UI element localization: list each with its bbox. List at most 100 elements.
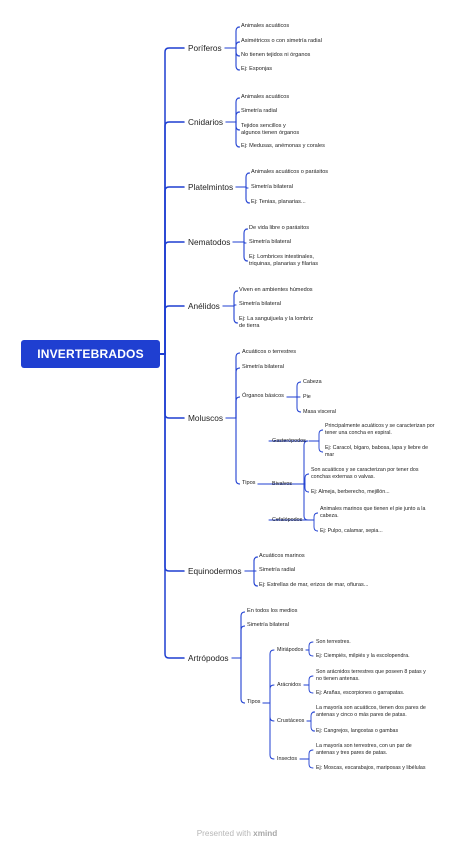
connector-line-53 — [262, 702, 275, 722]
topic-cnidarios-item-animales-acuaticos[interactable]: Animales acuáticos — [241, 94, 290, 100]
connector-line-4 — [224, 47, 241, 71]
connector-line-38 — [304, 519, 319, 532]
topic-poriferos-item-ej-esponjas[interactable]: Ej: Esponjas — [241, 66, 273, 72]
connector-line-55 — [306, 720, 316, 732]
topic-moluscos-detail-ej-caracol-bigaro-babosa-lapa-y-[interactable]: Ej: Caracol, bígaro, babosa, lapa y lieb… — [325, 445, 429, 459]
topic-moluscos-sub-cabeza[interactable]: Cabeza — [303, 378, 322, 385]
topic-moluscos-detail-son-acuaticos-y-se-caracterizan-[interactable]: Son acuáticos y se caracterizan por tene… — [311, 467, 419, 481]
topic-poriferos-item-no-tienen-tejidos-ni-organos[interactable]: No tienen tejidos ni órganos — [241, 52, 311, 58]
topic-equinodermos[interactable]: Equinodermos — [188, 565, 242, 576]
connector-line-56 — [262, 702, 275, 760]
topic-artropodos-sub-crustaceos[interactable]: Crustáceos — [277, 717, 305, 724]
topic-platelmintos-item-simetria-bilateral[interactable]: Simetría bilateral — [251, 184, 293, 190]
topic-platelmintos-item-ej-tenias-planarias[interactable]: Ej: Tenias, planarias... — [251, 199, 306, 205]
connector-line-22 — [159, 353, 185, 419]
topic-artropodos-sub-aracnidos[interactable]: Arácnidos — [277, 681, 301, 688]
topic-moluscos-item-simetria-bilateral[interactable]: Simetría bilateral — [242, 364, 284, 370]
topic-moluscos-detail-ej-pulpo-calamar-sepia[interactable]: Ej: Pulpo, calamar, sepia... — [320, 527, 383, 534]
connector-line-3 — [224, 47, 241, 57]
topic-moluscos[interactable]: Moluscos — [188, 412, 224, 423]
topic-moluscos-item-acuaticos-o-terrestres[interactable]: Acuáticos o terrestres — [242, 349, 297, 355]
topic-artropodos-detail-ej-ciempies-milpies-y-la-escolop[interactable]: Ej: Ciempiés, milpiés y la escolopendra. — [316, 652, 410, 659]
connector-line-51 — [303, 675, 314, 686]
topic-nematodos-item-ej-lombrices-intestinales-triqui[interactable]: Ej: Lombrices intestinales, triquinas, p… — [249, 253, 319, 268]
footer-prefix: Presented with — [196, 829, 254, 838]
connector-line-5 — [159, 121, 185, 355]
connector-line-42 — [244, 570, 259, 587]
topic-moluscos-sub-pie[interactable]: Pie — [303, 393, 311, 400]
connector-line-57 — [299, 749, 314, 760]
topic-moluscos-detail-ej-almeja-berberecho-mejillon[interactable]: Ej: Almeja, berberecho, mejillón... — [311, 488, 390, 495]
connector-line-44 — [231, 611, 246, 659]
topic-cnidarios-item-ej-medusas-anemonas-y-corales[interactable]: Ej: Medusas, anémonas y corales — [241, 143, 325, 149]
connector-line-15 — [232, 228, 249, 243]
connector-line-36 — [257, 483, 309, 521]
topic-moluscos-sub-masa-visceral[interactable]: Masa visceral — [303, 408, 336, 415]
topic-artropodos-detail-ej-cangrejos-langostas-o-gambas[interactable]: Ej: Cangrejos, langostas o gambas — [316, 727, 399, 734]
connector-line-30 — [257, 440, 309, 485]
topic-platelmintos[interactable]: Platelmintos — [188, 181, 234, 192]
topic-moluscos-detail-animales-marinos-que-tienen-el-p[interactable]: Animales marinos que tienen el pie junto… — [320, 506, 426, 520]
topic-platelmintos-item-animales-acuaticos-o-parasitos[interactable]: Animales acuáticos o parásitos — [251, 169, 329, 175]
topic-equinodermos-item-ej-estrellas-de-mar-erizos-de-ma[interactable]: Ej: Estrellas de mar, erizos de mar, ofi… — [259, 582, 369, 588]
root-topic[interactable]: INVERTEBRADOS — [21, 340, 160, 368]
connector-line-11 — [235, 172, 251, 188]
topic-moluscos-sub-cefalopodos[interactable]: Cefalópodos — [272, 516, 303, 523]
topic-anelidos-item-ej-la-sanguijuela-y-la-lombriz-d[interactable]: Ej: La sanguijuela y la lombriz de tierr… — [239, 315, 313, 330]
connector-line-32 — [308, 440, 324, 453]
topic-artropodos-detail-son-aracnidos-terrestres-que-pos[interactable]: Son arácnidos terrestres que poseen 8 pa… — [316, 669, 426, 683]
topic-artropodos-item-simetria-bilateral[interactable]: Simetría bilateral — [247, 622, 289, 628]
topic-moluscos-sub-gasteropodos[interactable]: Gasterópodos — [272, 437, 306, 444]
topic-poriferos-item-animales-acuaticos[interactable]: Animales acuáticos — [241, 23, 290, 29]
connector-line-18 — [159, 305, 185, 355]
topic-artropodos-item-tipos[interactable]: Tipos — [247, 699, 261, 705]
topic-equinodermos-item-simetria-radial[interactable]: Simetría radial — [259, 567, 296, 573]
topic-anelidos[interactable]: Anélidos — [188, 300, 220, 311]
topic-moluscos-detail-principalmente-acuaticos-y-se-ca[interactable]: Principalmente acuáticos y se caracteriz… — [325, 423, 435, 437]
topic-nematodos-item-de-vida-libre-o-parasitos[interactable]: De vida libre o parásitos — [249, 225, 310, 231]
connector-line-46 — [231, 657, 246, 704]
connector-line-13 — [235, 186, 251, 204]
connector-line-2 — [224, 41, 241, 49]
connector-line-58 — [299, 758, 314, 769]
topic-artropodos-detail-la-mayoria-son-terrestres-con-un[interactable]: La mayoría son terrestres, con un par de… — [316, 743, 412, 757]
topic-moluscos-item-tipos[interactable]: Tipos — [242, 480, 256, 486]
connector-line-43 — [159, 353, 185, 659]
topic-artropodos-detail-ej-moscas-escarabajos-mariposas-[interactable]: Ej: Moscas, escarabajos, mariposas y lib… — [316, 764, 426, 771]
topic-cnidarios-item-tejidos-sencillos-y-algunos-tien[interactable]: Tejidos sencillos y algunos tienen órgan… — [241, 122, 300, 137]
topic-cnidarios[interactable]: Cnidarios — [188, 116, 224, 127]
topic-artropodos-detail-ej-aranas-escorpiones-o-garrapat[interactable]: Ej: Arañas, escorpiones o garrapatas. — [316, 689, 405, 696]
connector-line-7 — [225, 111, 241, 123]
connector-line-14 — [159, 241, 185, 355]
footer-brand: xmind — [253, 829, 278, 838]
topic-artropodos[interactable]: Artrópodos — [188, 652, 229, 663]
footer-credit: Presented with xmind — [0, 829, 474, 838]
topic-artropodos-item-en-todos-los-medios[interactable]: En todos los medios — [247, 608, 298, 614]
connector-line-35 — [294, 483, 310, 493]
topic-nematodos-item-simetria-bilateral[interactable]: Simetría bilateral — [249, 239, 291, 245]
topic-moluscos-sub-bivalvos[interactable]: Bivalvos — [272, 480, 293, 487]
connector-line-23 — [225, 352, 241, 419]
topic-artropodos-detail-son-terrestres[interactable]: Son terrestres. — [316, 638, 351, 645]
topic-anelidos-item-simetria-bilateral[interactable]: Simetría bilateral — [239, 301, 281, 307]
topic-poriferos-item-asimetricos-o-con-simetria-radia[interactable]: Asimétricos o con simetría radial — [241, 38, 322, 44]
connector-line-10 — [159, 186, 185, 355]
connector-line-37 — [304, 512, 319, 521]
topic-anelidos-item-viven-en-ambientes-humedos[interactable]: Viven en ambientes húmedos — [239, 287, 313, 293]
topic-moluscos-item-organos-basicos[interactable]: Órganos básicos — [242, 393, 284, 399]
topic-artropodos-detail-la-mayoria-son-acuaticos-tienen-[interactable]: La mayoría son acuáticos, tienen dos par… — [316, 705, 426, 719]
connector-line-50 — [262, 684, 275, 704]
connector-line-47 — [262, 649, 275, 704]
topic-poriferos[interactable]: Poríferos — [188, 42, 222, 53]
topic-artropodos-sub-miriapodos[interactable]: Miriápodos — [277, 646, 304, 653]
connector-line-49 — [305, 649, 314, 657]
topic-equinodermos-item-acuaticos-marinos[interactable]: Acuáticos marinos — [259, 553, 305, 559]
connector-line-39 — [159, 353, 185, 572]
topic-nematodos[interactable]: Nematodos — [188, 236, 231, 247]
topic-artropodos-sub-insectos[interactable]: Insectos — [277, 755, 298, 762]
connector-line-29 — [225, 417, 241, 485]
connector-line-34 — [294, 473, 310, 485]
connector-line-1 — [224, 26, 241, 49]
topic-cnidarios-item-simetria-radial[interactable]: Simetría radial — [241, 108, 278, 114]
